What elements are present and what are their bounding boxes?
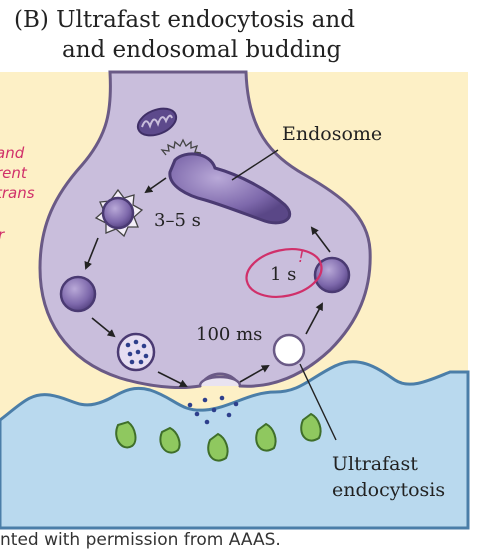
ultrafast-label-line1: Ultrafast: [332, 453, 418, 475]
endosome: [160, 138, 292, 225]
endocytic-pit: [272, 333, 306, 367]
time-label-1s: 1 s: [270, 264, 296, 285]
filled-vesicle: [116, 332, 156, 372]
mitochondrion: [136, 107, 178, 137]
receptors: [115, 412, 322, 462]
clathrin-coated-vesicle: [94, 188, 144, 238]
time-label-3-5s: 3–5 s: [154, 210, 201, 231]
figure-title-line2: and endosomal budding: [62, 37, 342, 63]
handwritten-note-line4: r: [0, 226, 5, 244]
presynaptic-terminal: [38, 70, 372, 390]
endosome-label: Endosome: [282, 123, 382, 145]
time-label-100ms: 100 ms: [196, 324, 262, 345]
postsynaptic-membrane: [0, 360, 470, 530]
fusion-pore: [198, 375, 242, 387]
cycle-arrows: [84, 177, 331, 387]
vesicle-1s: [313, 256, 351, 294]
permission-credit: nted with permission from AAAS.: [0, 530, 281, 550]
ultrafast-label-line2: endocytosis: [332, 479, 445, 501]
handwritten-note-line1: and: [0, 144, 25, 162]
uncoated-vesicle: [59, 275, 97, 313]
handwritten-circle: [245, 248, 323, 298]
ultrafast-leader-line: [299, 363, 337, 441]
handwritten-exclamation: !: [298, 247, 304, 266]
neurotransmitter-release: [187, 395, 239, 425]
handwritten-note-line2: rent: [0, 164, 28, 182]
figure-title-line1: (B) Ultrafast endocytosis and: [14, 7, 355, 33]
endosome-leader-line: [231, 149, 279, 181]
